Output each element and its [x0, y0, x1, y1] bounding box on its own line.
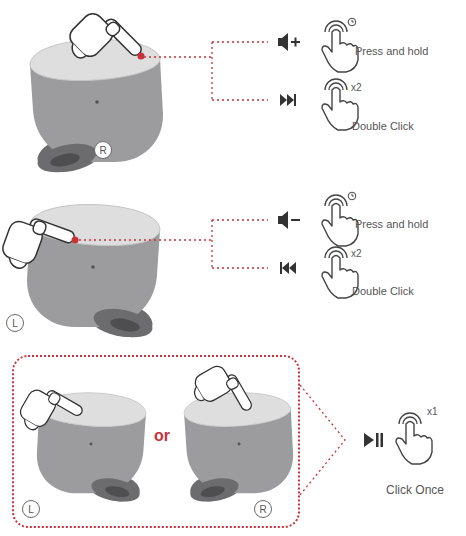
- touch-point: [72, 237, 79, 244]
- side-marker: L: [6, 314, 24, 332]
- single-click-gesture: [396, 413, 432, 464]
- clock-symbol: [348, 192, 356, 200]
- gesture-label: Press and hold: [355, 218, 428, 230]
- press-hold-gesture: [322, 21, 358, 72]
- side-letter: L: [28, 504, 34, 515]
- gesture-label: Click Once: [386, 483, 444, 497]
- pressing-hand: [14, 381, 84, 447]
- previous-track-icon: [280, 262, 296, 274]
- gesture-label: Double Click: [352, 120, 414, 132]
- gesture-label: Double Click: [352, 285, 414, 297]
- leader-lines: [144, 42, 268, 100]
- side-marker: R: [94, 141, 112, 159]
- earbud-right: [30, 40, 163, 178]
- connector-word: or: [154, 427, 170, 445]
- side-letter: R: [259, 504, 266, 515]
- play-pause-icon: [364, 433, 383, 447]
- volume-up-icon: [278, 33, 300, 51]
- next-track-icon: [280, 94, 296, 106]
- gesture-label: x1: [427, 406, 438, 417]
- side-marker: L: [22, 500, 40, 518]
- side-marker: R: [254, 500, 272, 518]
- bracket: [300, 385, 345, 495]
- leader-lines: [79, 220, 268, 268]
- touch-point: [138, 53, 145, 60]
- press-hold-gesture: [322, 195, 358, 246]
- pressing-hand: [187, 360, 253, 430]
- gesture-label: Press and hold: [355, 45, 428, 57]
- gesture-label: x2: [351, 248, 362, 259]
- volume-down-icon: [278, 211, 300, 229]
- group-box: orL R: [12, 355, 300, 528]
- side-letter: L: [12, 318, 18, 329]
- clock-symbol: [348, 18, 356, 26]
- pressing-hand: [0, 211, 76, 282]
- earbud-right: [184, 393, 293, 506]
- side-letter: R: [99, 145, 106, 156]
- pressing-hand: [61, 4, 144, 87]
- gesture-label: x2: [351, 82, 362, 93]
